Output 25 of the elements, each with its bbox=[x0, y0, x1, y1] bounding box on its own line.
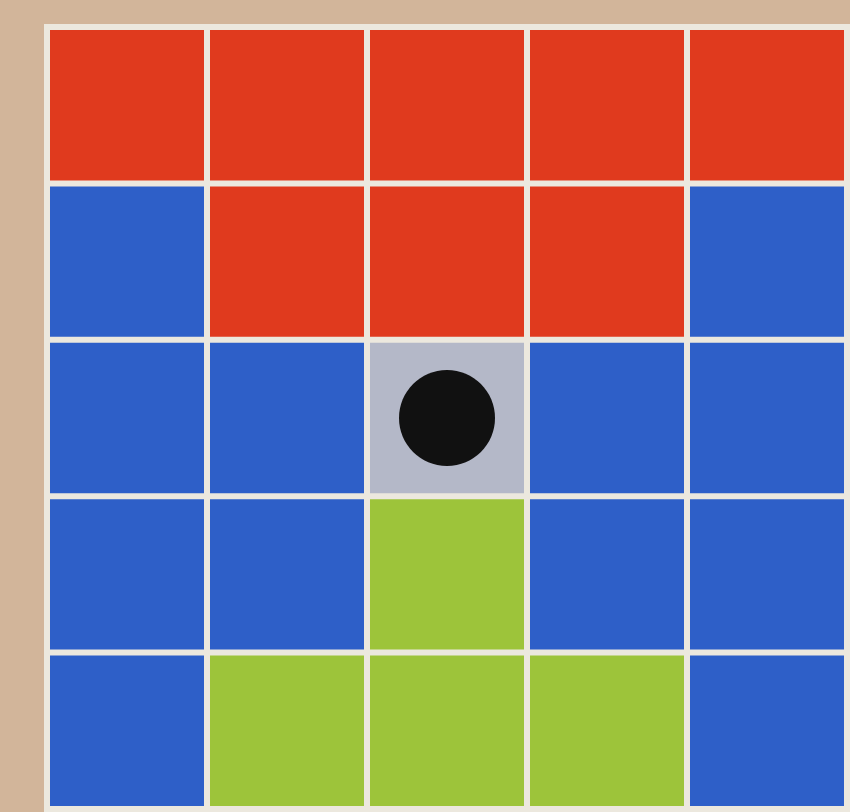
tile bbox=[690, 655, 844, 806]
tile bbox=[530, 342, 684, 494]
dot bbox=[399, 370, 495, 466]
tile bbox=[50, 499, 204, 650]
tile bbox=[530, 186, 684, 337]
tile bbox=[50, 655, 204, 806]
tile bbox=[690, 499, 844, 650]
tile bbox=[50, 342, 204, 494]
tile bbox=[690, 342, 844, 494]
tile bbox=[690, 30, 844, 181]
tile bbox=[210, 186, 364, 337]
tile bbox=[530, 30, 684, 181]
tile bbox=[210, 342, 364, 494]
tile bbox=[530, 499, 684, 650]
tile bbox=[370, 186, 524, 337]
tile bbox=[690, 186, 844, 337]
tile bbox=[530, 655, 684, 806]
tile bbox=[210, 655, 364, 806]
tile bbox=[370, 655, 524, 806]
tile bbox=[210, 30, 364, 181]
tile bbox=[50, 30, 204, 181]
tile bbox=[210, 499, 364, 650]
tile bbox=[50, 186, 204, 337]
tile bbox=[370, 499, 524, 650]
tile bbox=[370, 30, 524, 181]
